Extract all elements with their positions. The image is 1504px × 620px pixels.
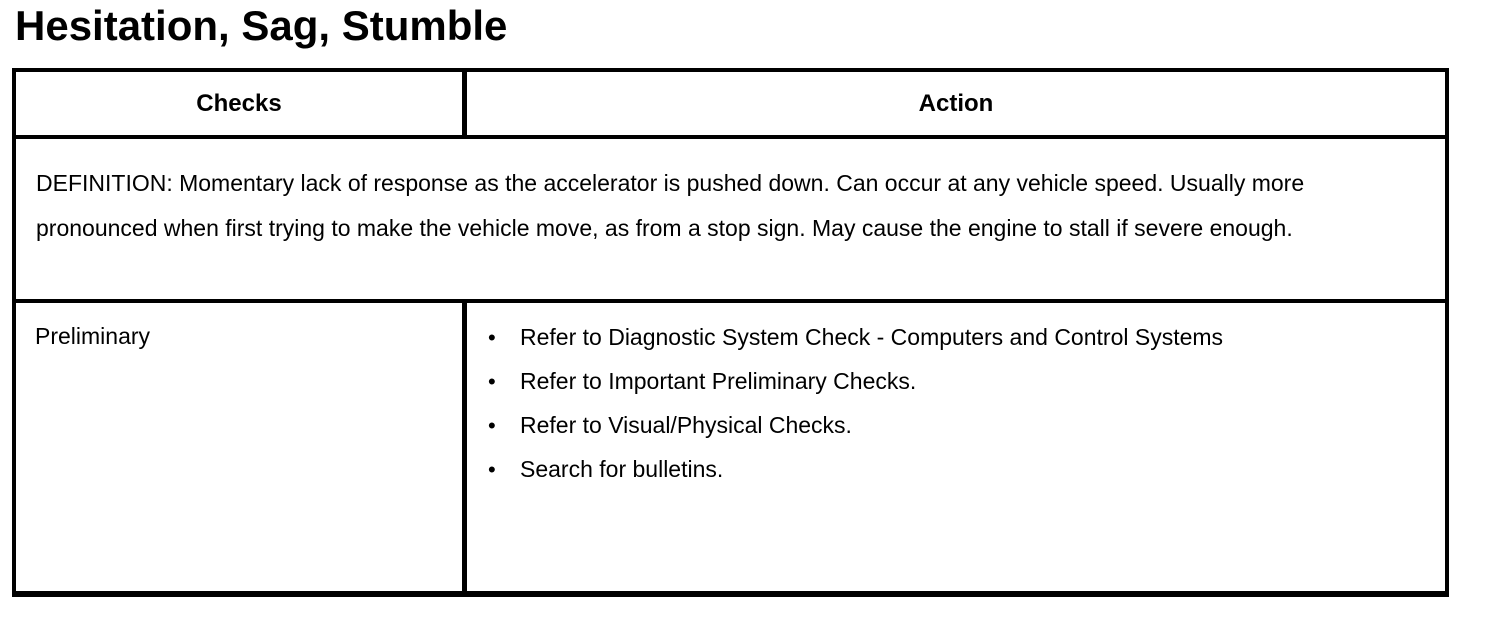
column-header-action: Action xyxy=(467,72,1445,139)
bullet-icon: • xyxy=(488,369,496,394)
list-item: • Refer to Visual/Physical Checks. xyxy=(488,411,1435,440)
diagnostic-table: Checks Action DEFINITION: Momentary lack… xyxy=(12,68,1449,597)
bullet-icon: • xyxy=(488,457,496,482)
list-item: • Refer to Important Preliminary Checks. xyxy=(488,367,1435,396)
definition-row: DEFINITION: Momentary lack of response a… xyxy=(16,139,1445,303)
action-item-text: Refer to Visual/Physical Checks. xyxy=(520,412,852,438)
action-item-text: Refer to Diagnostic System Check - Compu… xyxy=(520,324,1224,350)
column-header-checks: Checks xyxy=(16,72,467,139)
list-item: • Refer to Diagnostic System Check - Com… xyxy=(488,323,1435,352)
action-item-text: Search for bulletins. xyxy=(520,456,724,482)
bullet-icon: • xyxy=(488,325,496,350)
action-item-text: Refer to Important Preliminary Checks. xyxy=(520,368,917,394)
list-item: • Search for bulletins. xyxy=(488,455,1435,484)
check-cell-preliminary: Preliminary xyxy=(16,303,467,591)
action-list: • Refer to Diagnostic System Check - Com… xyxy=(488,323,1435,484)
bullet-icon: • xyxy=(488,413,496,438)
definition-text: DEFINITION: Momentary lack of response a… xyxy=(36,170,1305,241)
page-title: Hesitation, Sag, Stumble xyxy=(15,2,508,49)
action-cell: • Refer to Diagnostic System Check - Com… xyxy=(467,303,1445,591)
